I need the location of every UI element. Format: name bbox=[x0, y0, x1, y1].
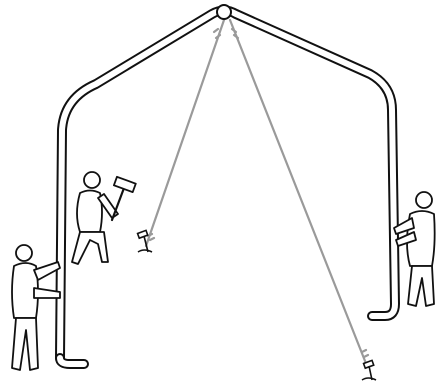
head bbox=[84, 172, 100, 188]
worker-holding-left-leg bbox=[12, 245, 60, 370]
ground-stake-right bbox=[362, 360, 376, 380]
worker-with-sledgehammer bbox=[72, 172, 136, 264]
ground-stake-icon bbox=[138, 230, 376, 380]
sledgehammer-icon bbox=[112, 177, 136, 220]
guy-rope-right bbox=[230, 20, 367, 366]
legs bbox=[408, 266, 434, 306]
worker-holding-right-leg bbox=[394, 192, 435, 306]
legs bbox=[12, 318, 38, 370]
head bbox=[416, 192, 432, 208]
head bbox=[16, 245, 32, 261]
guy-rope-left bbox=[146, 20, 224, 246]
torso bbox=[77, 191, 102, 233]
legs bbox=[72, 232, 108, 264]
guy-rope-icon bbox=[146, 20, 368, 366]
